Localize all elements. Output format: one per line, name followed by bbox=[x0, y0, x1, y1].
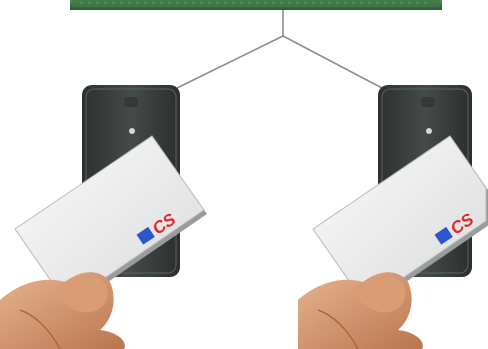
controller-board bbox=[70, 0, 442, 10]
hand-right bbox=[298, 272, 423, 349]
wire-to-right-reader bbox=[283, 36, 382, 88]
hand-left bbox=[0, 272, 125, 349]
connection-wires bbox=[177, 10, 382, 88]
reader-led bbox=[426, 128, 432, 134]
reader-led bbox=[129, 128, 135, 134]
wire-to-left-reader bbox=[177, 36, 283, 88]
